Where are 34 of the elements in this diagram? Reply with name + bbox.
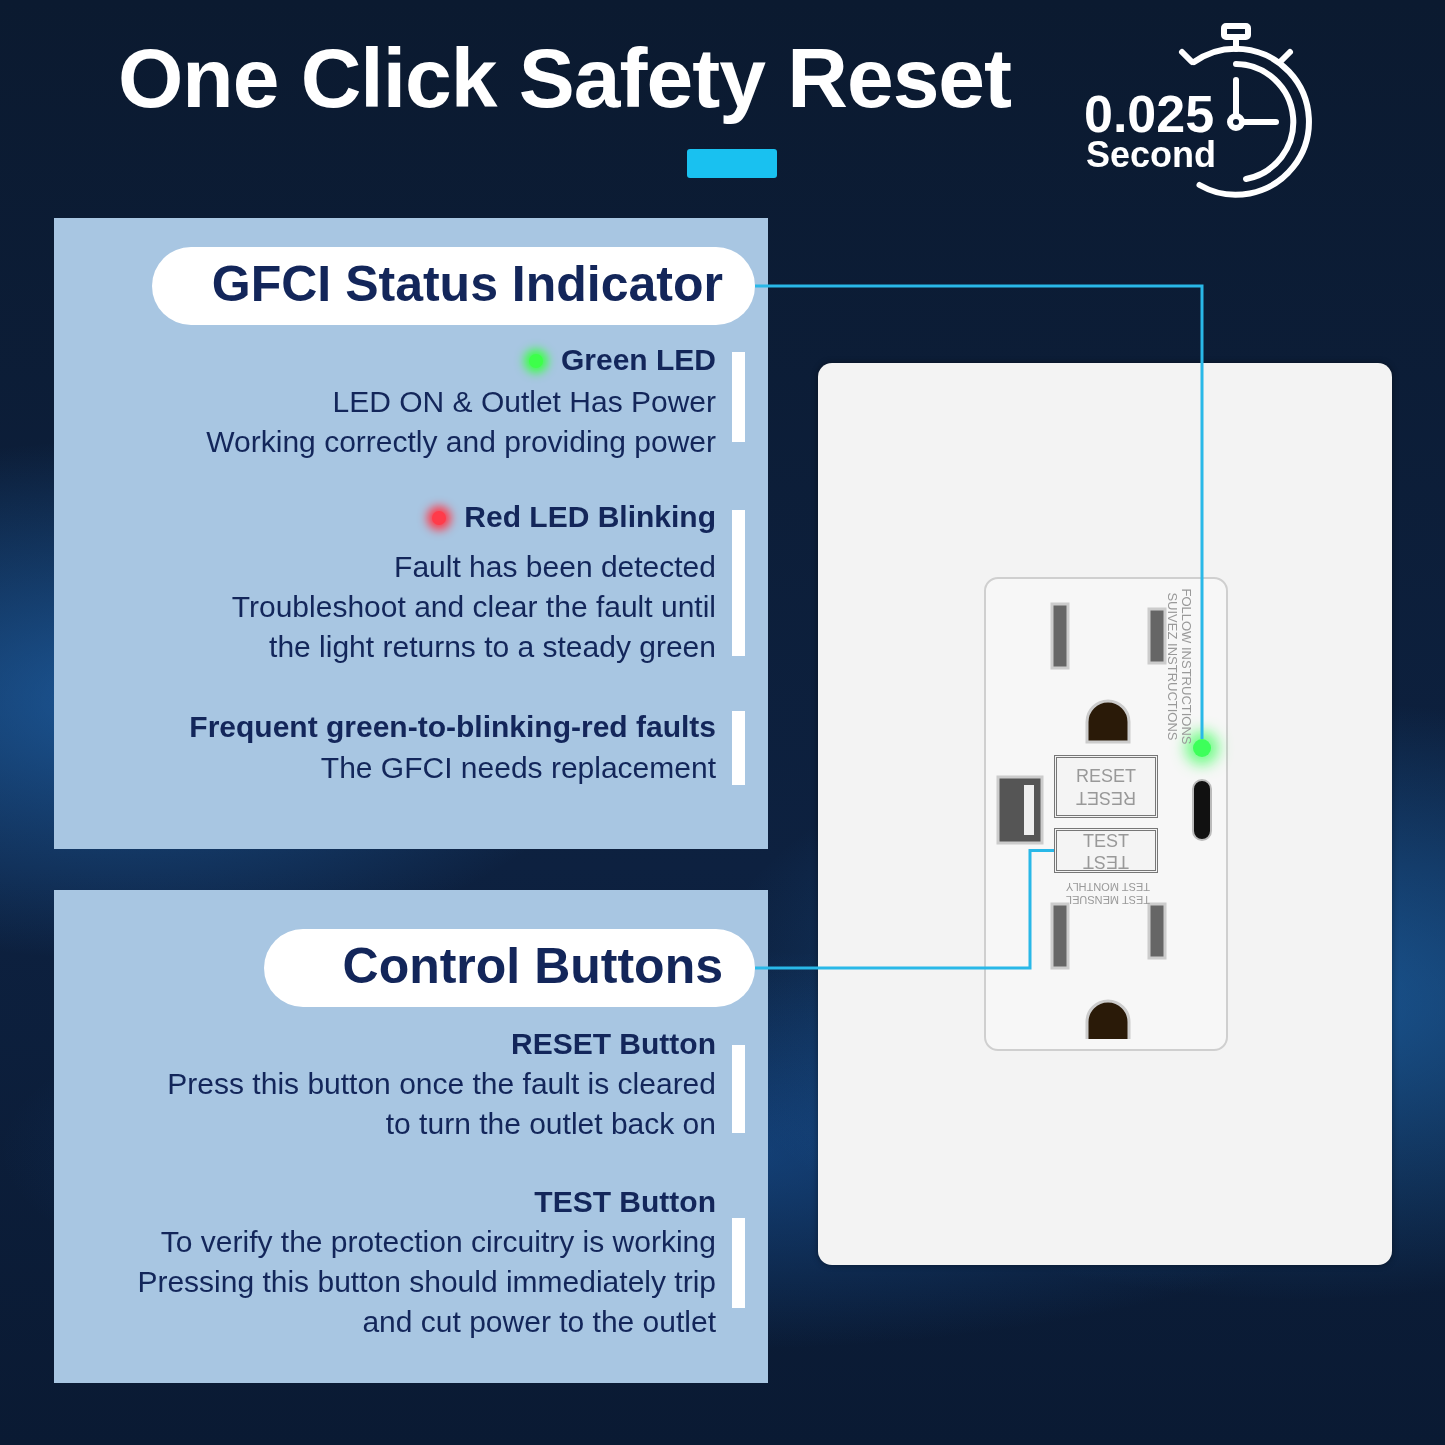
status-led (1193, 739, 1211, 757)
item-heading: Frequent green-to-blinking-red faults (189, 709, 716, 745)
time-unit: Second (1086, 134, 1217, 176)
wall-plate (818, 363, 1392, 1265)
printed-instruction: TEST MONTHLY (1065, 881, 1151, 893)
description-text: Pressing this button should immediately trip and cut power to the outlet (136, 1264, 716, 1340)
printed-instruction: SUIVEZ INSTRUCTIONS (1164, 591, 1180, 743)
printed-instruction: TEST MENSUEL (1064, 894, 1152, 906)
leader-line (755, 849, 1054, 970)
description-text: LED ON & Outlet Has Power (332, 384, 716, 420)
description-text: Working correctly and providing power (206, 424, 716, 460)
heading-text: Control Buttons (342, 937, 723, 995)
info-panel (54, 218, 768, 849)
button-text: RESET (1075, 787, 1137, 808)
button-text: RESET (1075, 765, 1137, 786)
heading-text: GFCI Status Indicator (211, 255, 723, 313)
item-heading: Green LED (560, 342, 716, 378)
button-text: TEST (1082, 831, 1130, 851)
item-heading: TEST Button (534, 1184, 716, 1220)
button-text: TEST (1082, 851, 1130, 872)
description-text: Press this button once the fault is cleared to turn the outlet back on (166, 1066, 716, 1142)
description-text: Troubleshoot and clear the fault until the light returns to a steady green (230, 589, 716, 665)
title-underline (687, 149, 777, 178)
description-text: Fault has been detected (394, 549, 716, 585)
outlet-face (984, 577, 1228, 1051)
item-heading: Red LED Blinking (464, 499, 716, 535)
description-text: To verify the protection circuitry is working (160, 1224, 716, 1260)
test-button (1054, 828, 1158, 873)
info-panel (54, 890, 768, 1383)
printed-instruction: FOLLOW INSTRUCTIONS (1178, 587, 1194, 747)
title: One Click Safety Reset (118, 30, 1012, 127)
item-heading: RESET Button (511, 1026, 716, 1062)
description-text: The GFCI needs replacement (320, 750, 716, 786)
reset-button (1054, 755, 1158, 818)
